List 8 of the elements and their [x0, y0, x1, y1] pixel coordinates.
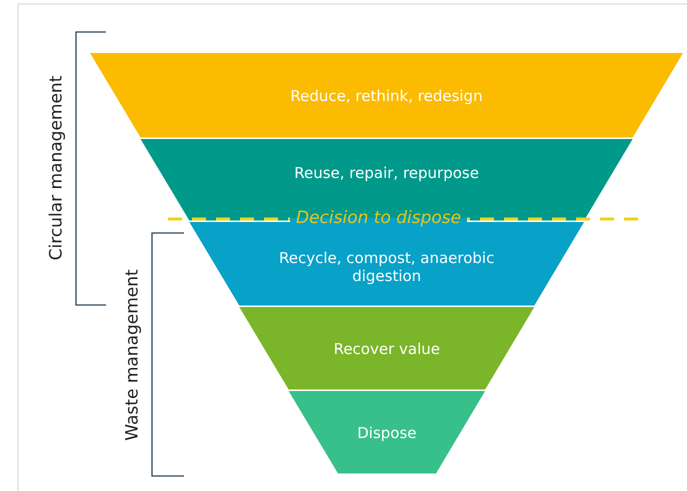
band-label: Reduce, rethink, redesign: [289, 87, 484, 105]
bracket-label: Circular management: [46, 76, 66, 260]
band-label: Dispose: [356, 424, 418, 442]
band-label: Recover value: [332, 340, 441, 358]
divider-label: Decision to dispose: [290, 208, 468, 228]
bracket-label: Waste management: [122, 269, 142, 441]
band-label: Reuse, repair, repurpose: [293, 164, 480, 182]
band-label: Recycle, compost, anaerobic digestion: [278, 248, 496, 284]
